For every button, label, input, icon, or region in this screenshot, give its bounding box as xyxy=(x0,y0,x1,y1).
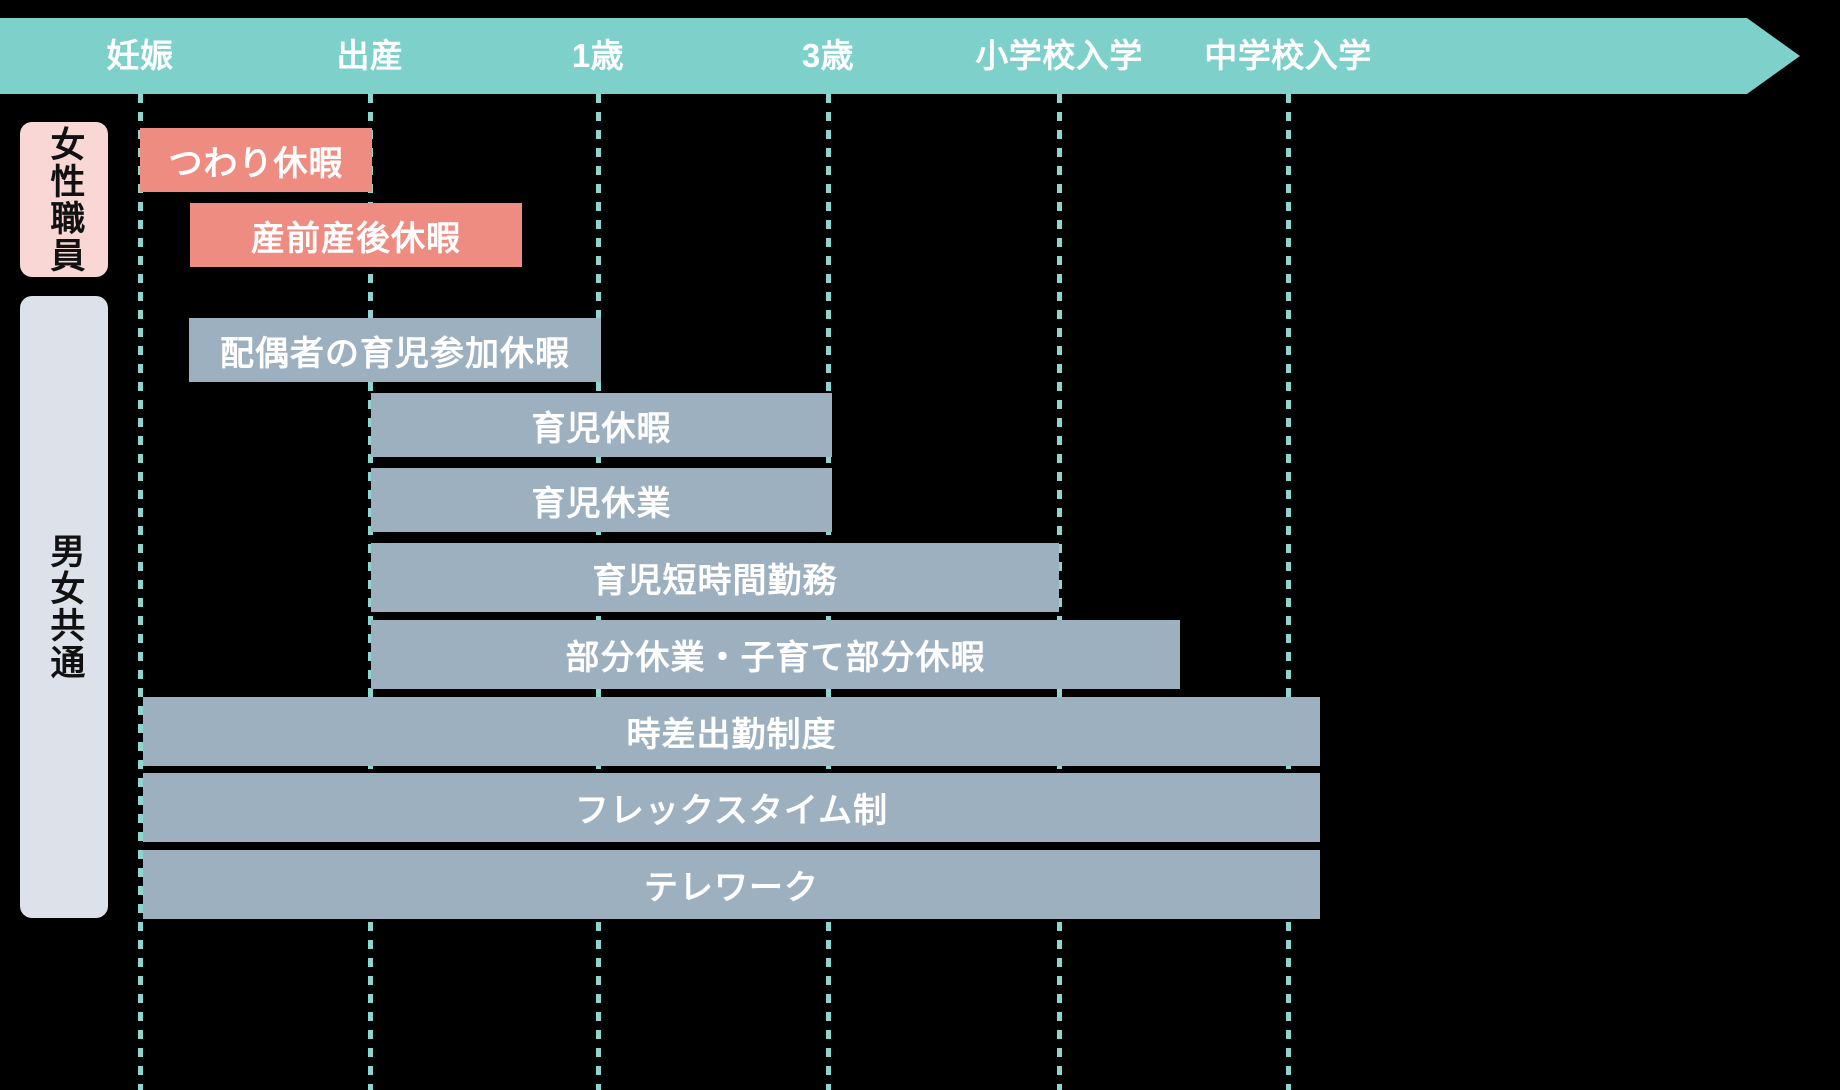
bar-label-spouse-childcare-participation-leave: 配偶者の育児参加休暇 xyxy=(220,334,570,373)
timeline-header-arrow: 妊娠 出産 1歳 3歳 小学校入学 中学校入学 xyxy=(0,18,1800,94)
bar-label-morning-sickness-leave: つわり休暇 xyxy=(168,144,344,183)
category-label-female-staff: 女性職員 xyxy=(45,125,85,274)
bar-childcare-short-time-work[interactable]: 育児短時間勤務 xyxy=(371,543,1059,612)
timeline-arrow-tip-icon xyxy=(1747,18,1800,94)
bar-partial-leave-childrearing[interactable]: 部分休業・子育て部分休暇 xyxy=(371,620,1180,689)
gridline-pregnancy xyxy=(138,94,143,1090)
bar-label-childcare-absence: 育児休業 xyxy=(531,484,672,523)
timeline-tick-label-elementary-school: 小学校入学 xyxy=(975,37,1143,74)
gridline-birth xyxy=(368,94,373,1090)
bar-label-staggered-working-hours: 時差出勤制度 xyxy=(626,716,837,754)
category-chip-all-genders: 男女共通 xyxy=(20,296,108,918)
bar-flextime-system[interactable]: フレックスタイム制 xyxy=(143,773,1320,842)
timeline-tick-label-pregnancy: 妊娠 xyxy=(106,37,174,74)
bar-childcare-leave[interactable]: 育児休暇 xyxy=(371,393,832,457)
bar-staggered-working-hours[interactable]: 時差出勤制度 xyxy=(143,697,1320,766)
bar-label-partial-leave-childrearing: 部分休業・子育て部分休暇 xyxy=(565,639,986,677)
gridline-elementary-school xyxy=(1057,94,1062,1090)
timeline-tick-label-birth: 出産 xyxy=(336,37,404,74)
bar-label-childcare-short-time-work: 育児短時間勤務 xyxy=(592,562,838,600)
category-chip-female-staff: 女性職員 xyxy=(20,122,108,277)
bar-childcare-absence[interactable]: 育児休業 xyxy=(371,468,832,532)
gridline-junior-high-school xyxy=(1286,94,1291,1090)
bar-morning-sickness-leave[interactable]: つわり休暇 xyxy=(140,128,372,192)
bar-label-maternity-leave: 産前産後休暇 xyxy=(251,219,461,258)
bar-maternity-leave[interactable]: 産前産後休暇 xyxy=(190,203,522,267)
bar-label-flextime-system: フレックスタイム制 xyxy=(574,792,889,830)
bar-spouse-childcare-participation-leave[interactable]: 配偶者の育児参加休暇 xyxy=(189,318,601,382)
category-label-all-genders: 男女共通 xyxy=(45,533,85,681)
bar-label-childcare-leave: 育児休暇 xyxy=(531,409,672,448)
bar-telework[interactable]: テレワーク xyxy=(143,850,1320,919)
timeline-arrow-body xyxy=(0,18,1747,94)
timeline-tick-label-junior-high-school: 中学校入学 xyxy=(1204,37,1372,74)
timeline-tick-label-age-3: 3歳 xyxy=(801,37,855,74)
timeline-tick-label-age-1: 1歳 xyxy=(571,37,625,74)
bar-label-telework: テレワーク xyxy=(644,869,819,907)
